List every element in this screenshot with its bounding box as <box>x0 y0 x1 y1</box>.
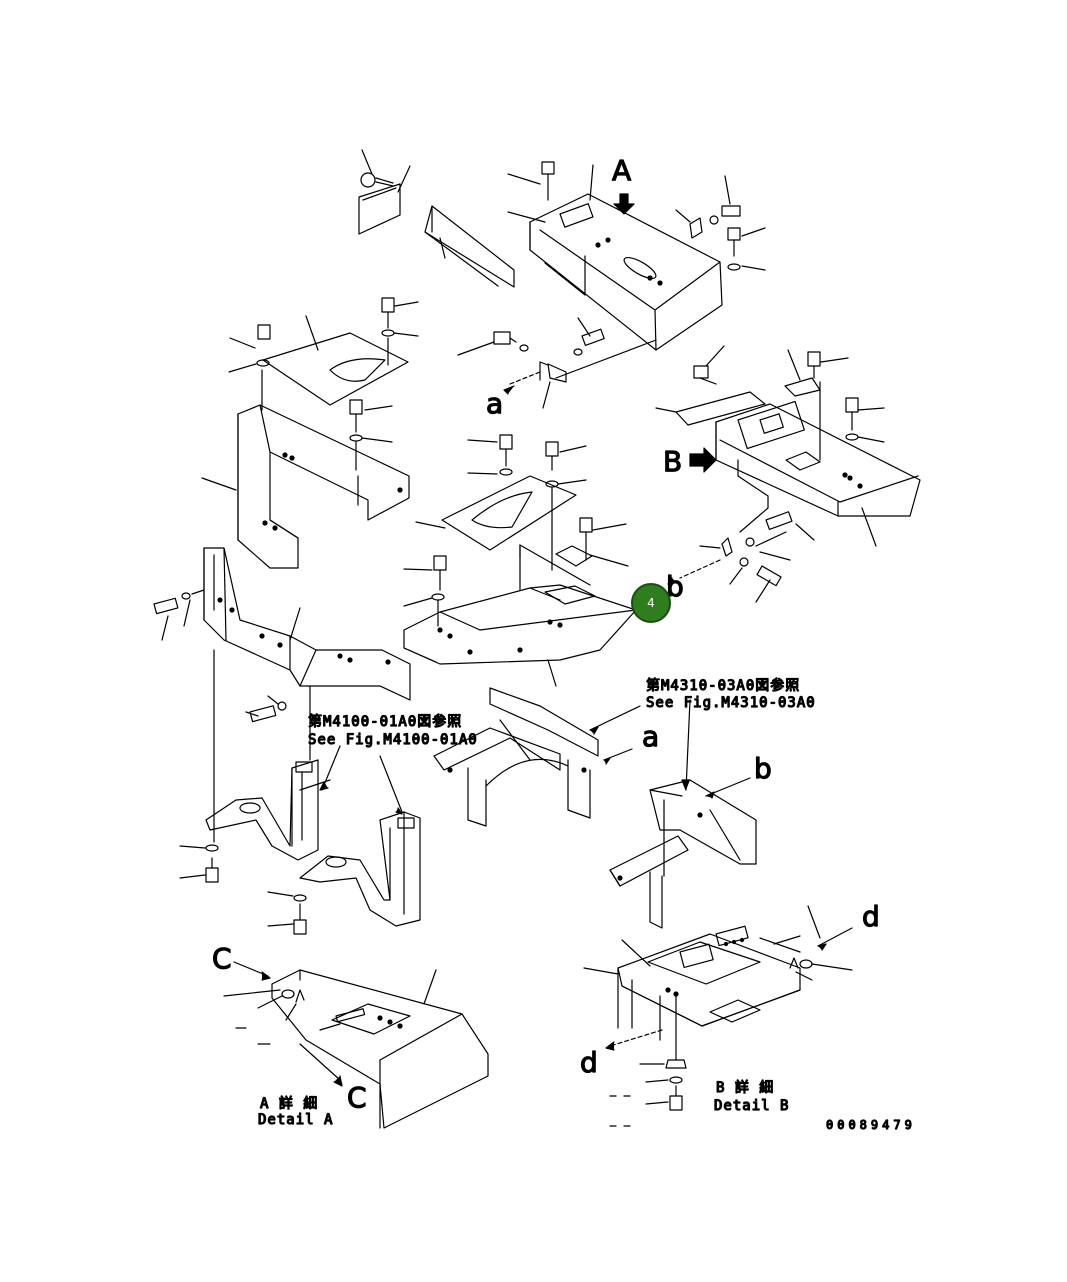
top-bracket-left <box>358 149 411 235</box>
left-support-stands <box>179 745 421 935</box>
center-cover-plate <box>415 434 629 571</box>
label-b-right: b <box>754 752 772 785</box>
left-upper-frame <box>201 297 419 569</box>
label-d-left: d <box>580 1046 598 1079</box>
top-frame-a <box>507 161 766 351</box>
b-assembly-frame <box>655 345 921 603</box>
label-B: B <box>663 445 682 478</box>
label-C-detail: C <box>212 942 232 975</box>
detail-a-jp: A 詳 細 <box>260 1096 318 1112</box>
label-C-arrow: C <box>347 1081 367 1114</box>
detail-a-en: Detail A <box>258 1112 333 1128</box>
label-b-mid: b <box>666 570 684 603</box>
detail-b-en: Detail B <box>714 1098 789 1114</box>
callout-number: 4 <box>647 596 655 610</box>
reference-m4310-en: See Fig.M4310-03A0 <box>646 695 816 711</box>
label-d-right: d <box>862 900 880 933</box>
top-rail <box>424 205 515 288</box>
reference-m4100-jp: 第M4100-01A0図参照 <box>308 713 462 730</box>
reference-m4310-jp: 第M4310-03A0図参照 <box>646 677 800 694</box>
center-stand <box>433 687 641 827</box>
label-a-right: a <box>642 720 659 753</box>
label-a-left: a <box>486 387 503 420</box>
leader-a-top <box>457 317 657 409</box>
drawing-number: 00089479 <box>826 1118 916 1132</box>
part-callout-marker[interactable]: 4 <box>631 583 671 623</box>
detail-a-drawing <box>223 961 489 1129</box>
detail-b-drawing <box>583 905 853 1127</box>
main-frame <box>153 544 637 827</box>
reference-m4100-en: See Fig.M4100-01A0 <box>308 732 478 748</box>
detail-b-jp: B 詳 細 <box>716 1080 774 1096</box>
right-stand <box>609 699 757 929</box>
label-A: A <box>612 154 631 187</box>
